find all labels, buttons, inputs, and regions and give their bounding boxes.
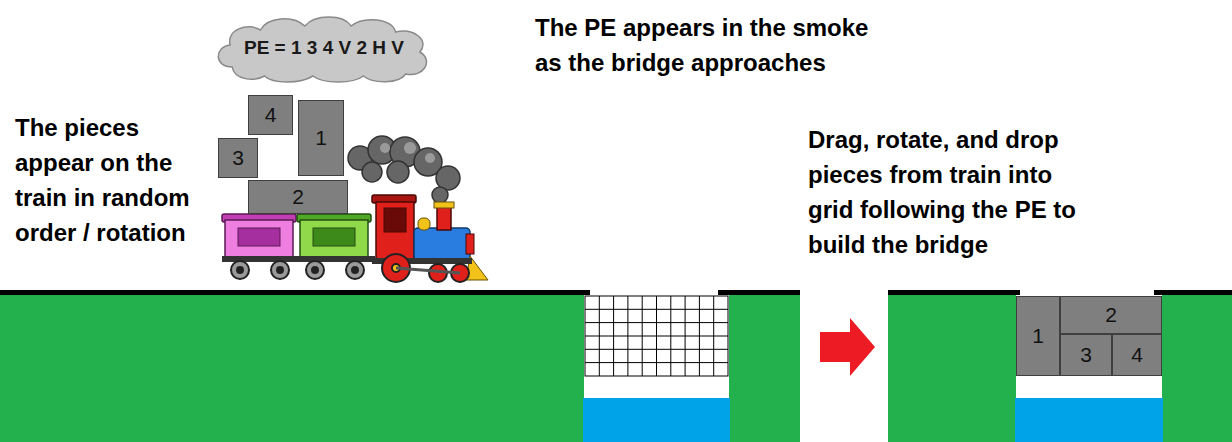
bridge-piece: 3 (1060, 334, 1112, 376)
bridge-piece: 1 (298, 100, 344, 176)
ground (0, 294, 584, 442)
track (718, 290, 800, 295)
piece-number: 2 (1105, 303, 1117, 326)
piece-number: 1 (1032, 324, 1044, 347)
piece-number: 3 (1080, 343, 1092, 366)
ground (888, 294, 1016, 442)
track (888, 290, 1020, 295)
ground (729, 294, 800, 442)
piece-number: 3 (232, 146, 244, 169)
parse-expression: PE = 1 3 4 V 2 H V (244, 38, 404, 59)
transition-arrow (820, 318, 875, 376)
piece-number: 2 (292, 185, 304, 208)
bridge-piece: 1 (1016, 296, 1060, 376)
piece-number: 1 (315, 126, 327, 149)
piece-number: 4 (265, 103, 277, 126)
bridge-piece: 2 (1060, 296, 1162, 334)
bridge-piece: 4 (248, 95, 293, 135)
annotation-text: The PE appears in the smoke as the bridg… (535, 10, 895, 80)
track (1154, 290, 1232, 295)
track (0, 290, 590, 295)
smoke-cloud: PE = 1 3 4 V 2 H V (212, 12, 436, 84)
annotation-text: The pieces appear on the train in random… (15, 110, 223, 250)
annotation-text: Drag, rotate, and drop pieces from train… (808, 122, 1093, 262)
water (1015, 398, 1163, 442)
bridge-piece: 2 (248, 180, 348, 214)
bridge-piece: 3 (218, 138, 258, 178)
bridge-piece: 4 (1112, 334, 1162, 376)
water (583, 398, 730, 442)
bridge-grid (585, 296, 728, 376)
smoke (348, 136, 460, 203)
ground (1162, 294, 1232, 442)
piece-number: 4 (1131, 343, 1143, 366)
